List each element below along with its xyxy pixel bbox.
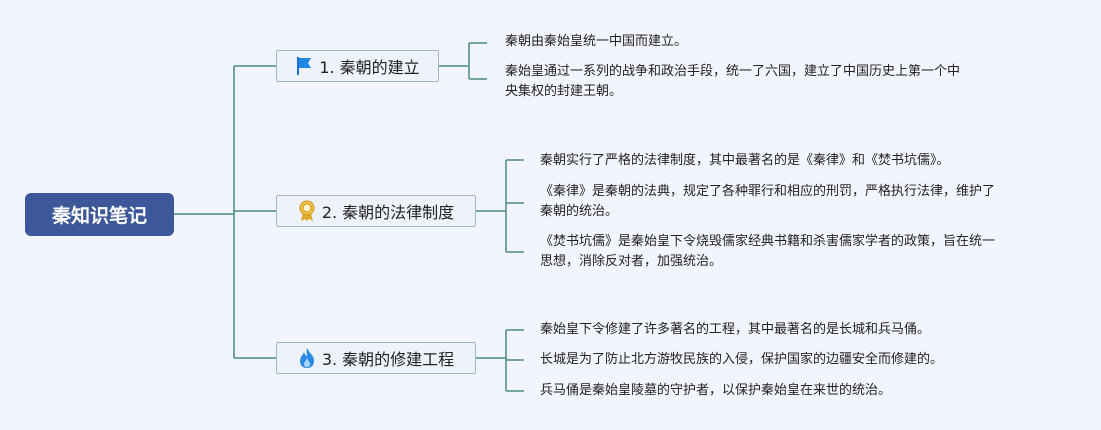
fire-icon: [298, 347, 316, 369]
branch-2-leaf-connector: [476, 159, 524, 253]
leaf-note: 秦朝实行了严格的法律制度，其中最著名的是《秦律》和《焚书坑儒》。: [540, 153, 950, 168]
branch-1-leaf-connector: [439, 42, 487, 80]
leaf-note: 秦始皇下令修建了许多著名的工程，其中最著名的是长城和兵马俑。: [540, 322, 931, 337]
branch-node-establishment[interactable]: 1. 秦朝的建立: [276, 50, 439, 82]
branch-label: 3. 秦朝的修建工程: [321, 350, 455, 369]
branch-node-construction[interactable]: 3. 秦朝的修建工程: [276, 342, 476, 374]
leaf-note: 长城是为了防止北方游牧民族的入侵，保护国家的边疆安全而修建的。: [540, 352, 944, 367]
leaf-note: 秦朝由秦始皇统一中国而建立。: [505, 34, 688, 49]
root-node[interactable]: 秦知识笔记: [25, 193, 174, 236]
root-label: 秦知识笔记: [51, 205, 147, 227]
flag-icon: [295, 56, 313, 76]
branch-label: 1. 秦朝的建立: [319, 58, 420, 77]
leaf-note: 秦始皇通过一系列的战争和政治手段，统一了六国，建立了中国历史上第一个中 央集权的…: [505, 64, 961, 99]
branch-3-leaf-connector: [476, 329, 524, 392]
award-ribbon-icon: [298, 200, 316, 222]
leaf-note: 兵马俑是秦始皇陵墓的守护者，以保护秦始皇在来世的统治。: [540, 383, 892, 398]
branch-node-legal-system[interactable]: 2. 秦朝的法律制度: [276, 195, 476, 227]
branch-label: 2. 秦朝的法律制度: [321, 203, 455, 222]
leaf-note: 《秦律》是秦朝的法典，规定了各种罪行和相应的刑罚，严格执行法律，维护了 秦朝的统…: [540, 184, 996, 219]
leaf-note: 《焚书坑儒》是秦始皇下令烧毁儒家经典书籍和杀害儒家学者的政策，旨在统一 思想，消…: [540, 234, 996, 269]
